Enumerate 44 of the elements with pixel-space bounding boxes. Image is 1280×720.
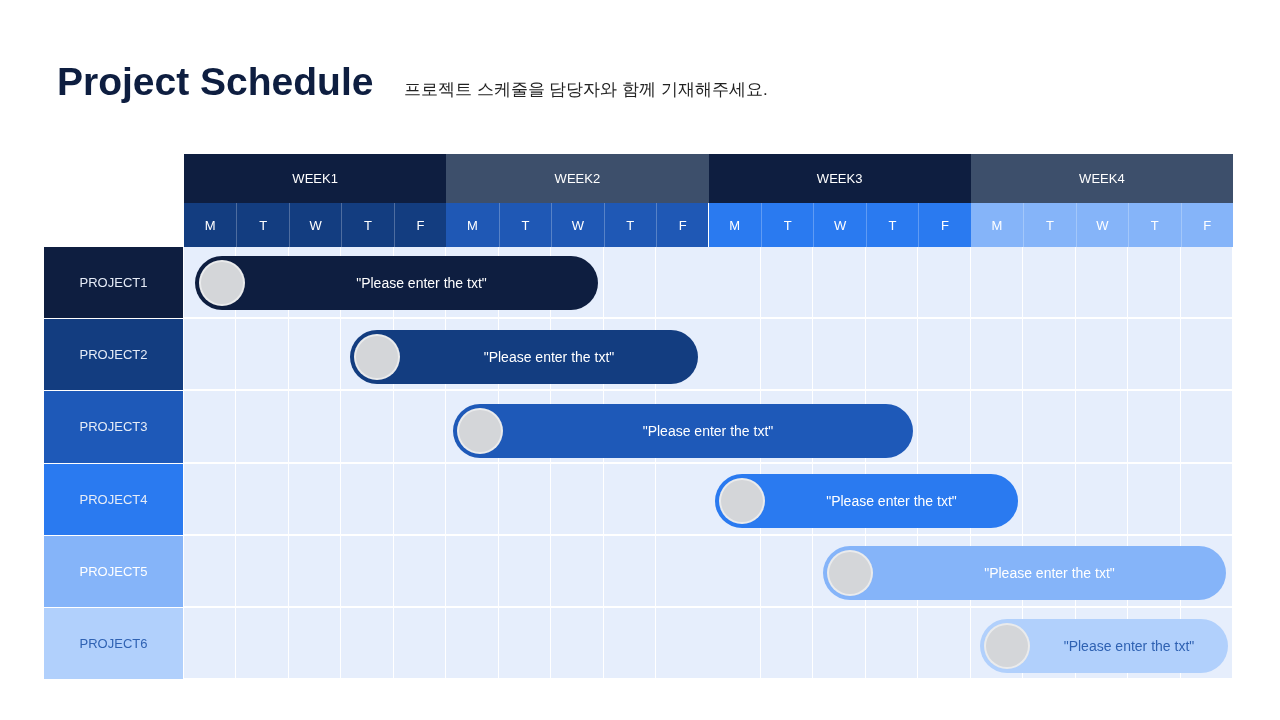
day-header-cell: F [656, 203, 709, 247]
task-bar [350, 330, 698, 384]
day-header-cell: T [1023, 203, 1076, 247]
day-header-cell: M [184, 203, 237, 247]
day-header-cell: M [708, 203, 761, 247]
project-label-cell: PROJECT5 [44, 535, 183, 607]
task-bar [195, 256, 598, 310]
bar-label: "Please enter the txt" [355, 275, 488, 291]
bar-label: "Please enter the txt" [983, 565, 1116, 581]
title: Project Schedule [57, 60, 374, 104]
day-header-cell: M [970, 203, 1024, 247]
day-header-cell: M [446, 203, 499, 247]
day-header-cell: T [865, 203, 919, 247]
task-bar [823, 546, 1226, 600]
day-header-cell: T [760, 203, 814, 247]
project-label-cell: PROJECT3 [44, 391, 183, 463]
day-header-cell: T [236, 203, 289, 247]
subtitle: 프로젝트 스케줄을 담당자와 함께 기재해주세요. [404, 79, 768, 101]
day-header-cell: T [341, 203, 394, 247]
week-header-cell: WEEK1 [184, 154, 447, 203]
day-header-cell: W [813, 203, 866, 247]
task-bar [715, 474, 1018, 528]
project-label-cell: PROJECT2 [44, 319, 183, 391]
day-header-cell: W [1075, 203, 1129, 247]
task-bar [453, 404, 913, 458]
day-header-cell: T [603, 203, 657, 247]
bar-label: "Please enter the txt" [482, 349, 616, 365]
bar-label: "Please enter the txt" [641, 423, 775, 439]
day-header-cell: F [918, 203, 971, 247]
task-bar [980, 619, 1228, 673]
project-label-cell: PROJECT1 [44, 247, 183, 319]
day-header-cell: F [393, 203, 447, 247]
project-label-cell: PROJECT4 [44, 463, 183, 535]
week-header-cell: WEEK3 [708, 154, 971, 203]
week-header-cell: WEEK2 [446, 154, 709, 203]
project-label-cell: PROJECT6 [44, 608, 183, 680]
week-header-cell: WEEK4 [970, 154, 1233, 203]
bar-label: "Please enter the txt" [1062, 638, 1196, 654]
day-header-cell: W [288, 203, 342, 247]
day-header-cell: T [498, 203, 552, 247]
day-header-cell: W [551, 203, 604, 247]
day-header-cell: T [1128, 203, 1181, 247]
bar-label: "Please enter the txt" [825, 493, 958, 509]
day-header-cell: F [1180, 203, 1233, 247]
